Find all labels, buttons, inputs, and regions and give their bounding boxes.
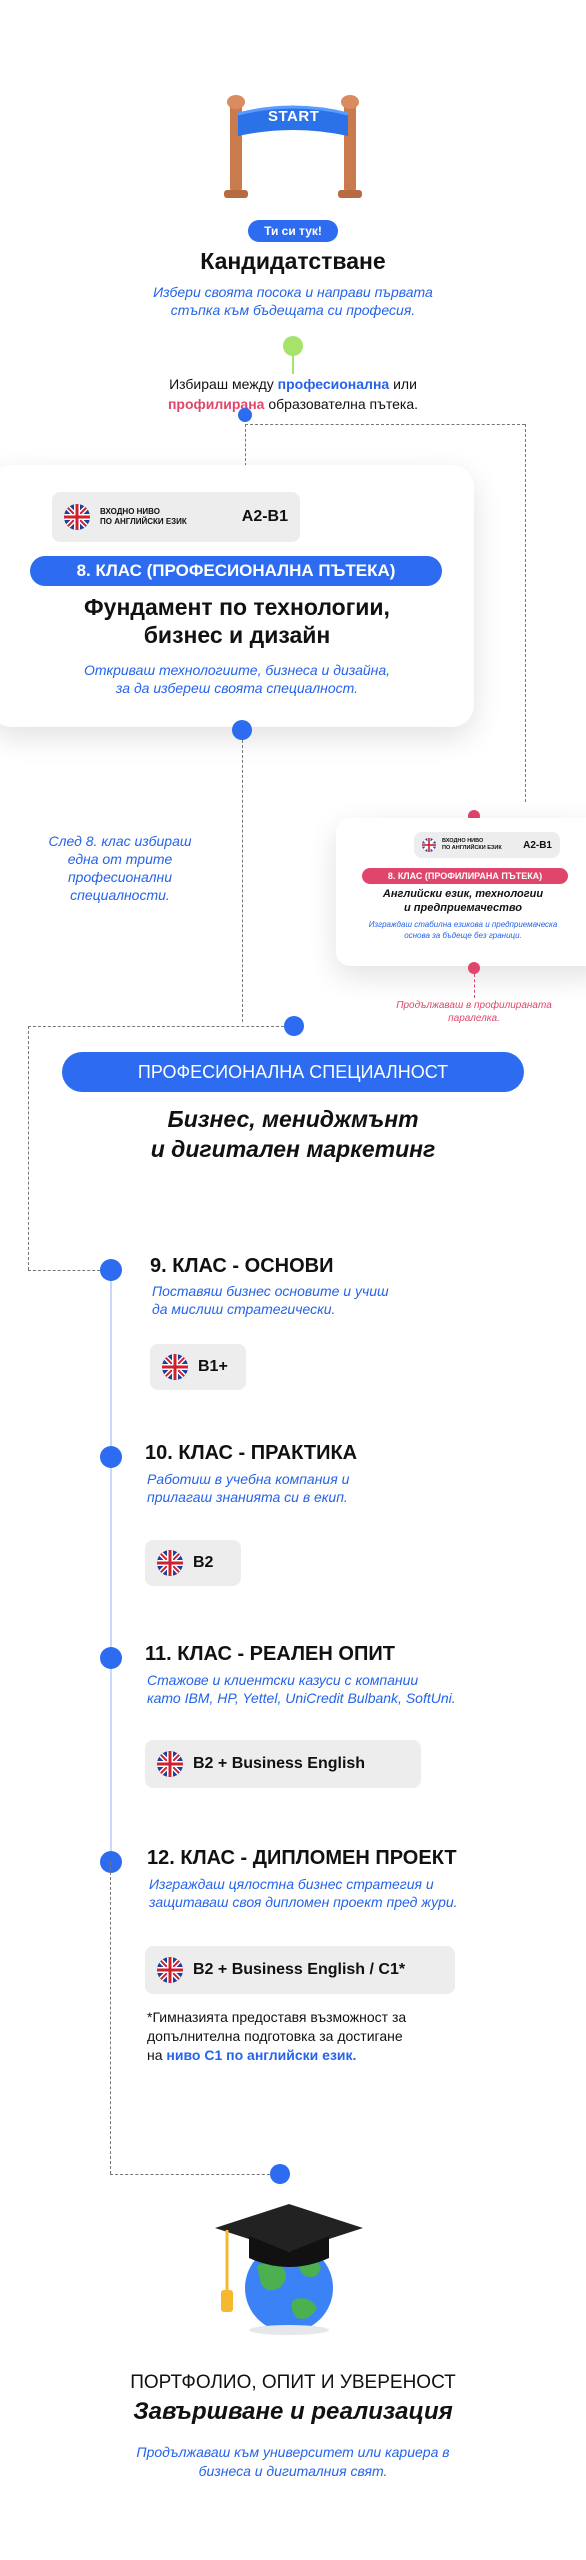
footnote: *Гимназията предоставя възможност за доп… xyxy=(147,2008,406,2065)
grade9-title: 9. КЛАС - ОСНОВИ xyxy=(150,1255,334,1277)
choice-prefix: Избираш между xyxy=(169,376,274,392)
finale-title: Завършване и реализация xyxy=(133,2398,453,2425)
grade8-desc-line1: Откриваш технологиите, бизнеса и дизайна… xyxy=(83,662,391,678)
uk-flag-icon xyxy=(157,1957,183,1983)
profiled-title-line2: и предприемачество xyxy=(403,902,523,914)
grade8-title-line2: бизнес и дизайн xyxy=(143,622,331,648)
profiled-level-caption-1: ВХОДНО НИВО xyxy=(442,838,484,844)
green-dot xyxy=(283,336,303,356)
uk-flag-icon xyxy=(157,1751,183,1777)
grade9-dot xyxy=(100,1259,122,1281)
connector-dash xyxy=(245,424,525,425)
footnote-line1: *Гимназията предоставя възможност за xyxy=(147,2009,407,2025)
connector-dash xyxy=(28,1026,29,1270)
connector-dash xyxy=(110,2174,280,2175)
grade11-level-badge: B2 + Business English xyxy=(145,1740,421,1788)
connector-dash xyxy=(474,974,475,998)
finale-top-dot xyxy=(270,2164,290,2184)
uk-flag-icon xyxy=(157,1550,183,1576)
grade8-level-badge: ВХОДНО НИВО ПО АНГЛИЙСКИ ЕЗИК A2-B1 xyxy=(52,492,300,542)
side-note-line3: професионални xyxy=(67,869,173,885)
connector-dash xyxy=(245,424,246,466)
grade12-level-badge: B2 + Business English / C1* xyxy=(145,1946,455,1994)
finale-desc-line1: Продължаваш към университет или кариера … xyxy=(136,2444,450,2460)
connector-dash xyxy=(110,1862,111,2174)
grade12-level: B2 + Business English / C1* xyxy=(193,1961,406,1978)
grade10-level: B2 xyxy=(193,1554,214,1571)
profiled-desc-line1: Изграждаш стабилна езикова и предприемач… xyxy=(368,920,558,929)
profiled-level-badge: ВХОДНО НИВО ПО АНГЛИЙСКИ ЕЗИК A2-B1 xyxy=(414,832,560,858)
connector-blue-dot-top xyxy=(238,408,252,422)
specialty-top-dot xyxy=(284,1016,304,1036)
footnote-line2: допълнителна подготовка за достигане xyxy=(147,2028,403,2044)
start-sign-label: START xyxy=(268,108,320,125)
finale-kicker: ПОРТФОЛИО, ОПИТ И УВЕРЕНОСТ xyxy=(130,2372,456,2393)
choice-suffix: образователна пътека. xyxy=(268,396,419,412)
specialty-title-line1: Бизнес, мениджмънт xyxy=(167,1106,419,1132)
grade8-level-value: A2-B1 xyxy=(241,508,288,525)
grade8-banner: 8. КЛАС (ПРОФЕСИОНАЛНА ПЪТЕКА) xyxy=(30,556,442,586)
grade12-title: 12. КЛАС - ДИПЛОМЕН ПРОЕКТ xyxy=(147,1847,457,1869)
side-note: След 8. клас избираш една от трите профе… xyxy=(40,832,200,904)
intro-desc-line1: Избери своята посока и направи първата xyxy=(153,284,433,300)
globe-graduation-cap-illustration xyxy=(205,2196,365,2336)
you-are-here-tag: Ти си тук! xyxy=(248,220,338,242)
profiled-desc-line2: основа за бъдеще без граници. xyxy=(404,931,522,940)
choice-professional: професионална xyxy=(277,376,390,392)
grade9-desc-line1: Поставяш бизнес основите и учиш xyxy=(152,1283,389,1299)
grade12-dot xyxy=(100,1851,122,1873)
grade8-title-line1: Фундамент по технологии, xyxy=(84,594,390,620)
grade8-bottom-dot xyxy=(232,720,252,740)
profiled-pink-dot-bottom xyxy=(468,962,480,974)
intro-desc-line2: стъпка към бъдещата си професия. xyxy=(170,302,416,318)
connector-dash xyxy=(242,740,243,1022)
uk-flag-icon xyxy=(64,504,90,530)
choice-profiled: профилирана xyxy=(167,396,265,412)
connector-dash xyxy=(28,1270,110,1271)
grade11-title: 11. КЛАС - РЕАЛЕН ОПИТ xyxy=(145,1643,395,1665)
uk-flag-icon xyxy=(422,838,436,852)
choice-sentence: Избираш между професионална или профилир… xyxy=(0,374,586,414)
timeline-line xyxy=(110,1270,112,1854)
profiled-level-value: A2-B1 xyxy=(523,839,552,851)
grade9-desc-line2: да мислиш стратегически. xyxy=(152,1301,336,1317)
uk-flag-icon xyxy=(162,1354,188,1380)
finale-desc-line2: бизнеса и дигиталния свят. xyxy=(198,2463,388,2479)
grade12-desc-line2: защитаваш своя дипломен проект пред жури… xyxy=(149,1894,458,1910)
footnote-highlight: ниво C1 по английски език. xyxy=(166,2047,357,2063)
side-note-line2: една от трите xyxy=(67,851,173,867)
footnote-line3-prefix: на xyxy=(147,2047,163,2063)
grade8-desc-line2: за да избереш своята специалност. xyxy=(115,680,359,696)
connector-dash xyxy=(28,1026,284,1027)
grade11-desc-line1: Стажове и клиентски казуси с компании xyxy=(147,1672,419,1688)
grade10-level-badge: B2 xyxy=(145,1540,241,1586)
grade10-dot xyxy=(100,1446,122,1468)
profiled-level-caption-2: ПО АНГЛИЙСКИ ЕЗИК xyxy=(442,845,502,851)
profiled-title-line1: Английски език, технологии xyxy=(382,888,544,900)
grade11-dot xyxy=(100,1647,122,1669)
intro-title: Кандидатстване xyxy=(200,248,386,274)
grade11-level: B2 + Business English xyxy=(193,1755,366,1772)
grade10-title: 10. КЛАС - ПРАКТИКА xyxy=(145,1442,358,1464)
green-line xyxy=(292,356,294,374)
grade10-desc-line2: прилагаш знанията си в екип. xyxy=(147,1489,348,1505)
grade9-level-badge: B1+ xyxy=(150,1344,246,1390)
start-sign-illustration xyxy=(218,92,368,202)
grade8-level-caption-2: ПО АНГЛИЙСКИ ЕЗИК xyxy=(100,517,187,526)
grade12-desc-line1: Изграждаш цялостна бизнес стратегия и xyxy=(149,1876,434,1892)
connector-dash xyxy=(525,424,526,802)
grade11-desc-line2: като IBM, HP, Yettel, UniCredit Bulbank,… xyxy=(147,1690,456,1706)
grade8-level-caption-1: ВХОДНО НИВО xyxy=(100,507,160,516)
side-note-line1: След 8. клас избираш xyxy=(48,833,192,849)
profiled-banner: 8. КЛАС (ПРОФИЛИРАНА ПЪТЕКА) xyxy=(362,868,568,884)
specialty-banner: ПРОФЕСИОНАЛНА СПЕЦИАЛНОСТ xyxy=(62,1052,524,1092)
profiled-continue-line1: Продължаваш в профилираната xyxy=(396,1000,552,1011)
grade9-level: B1+ xyxy=(198,1358,228,1375)
side-note-line4: специалности. xyxy=(70,887,170,903)
profiled-continue-line2: паралелка. xyxy=(448,1013,500,1024)
grade10-desc-line1: Работиш в учебна компания и xyxy=(147,1471,350,1487)
choice-or: или xyxy=(393,376,417,392)
specialty-title-line2: и дигитален маркетинг xyxy=(150,1136,436,1162)
